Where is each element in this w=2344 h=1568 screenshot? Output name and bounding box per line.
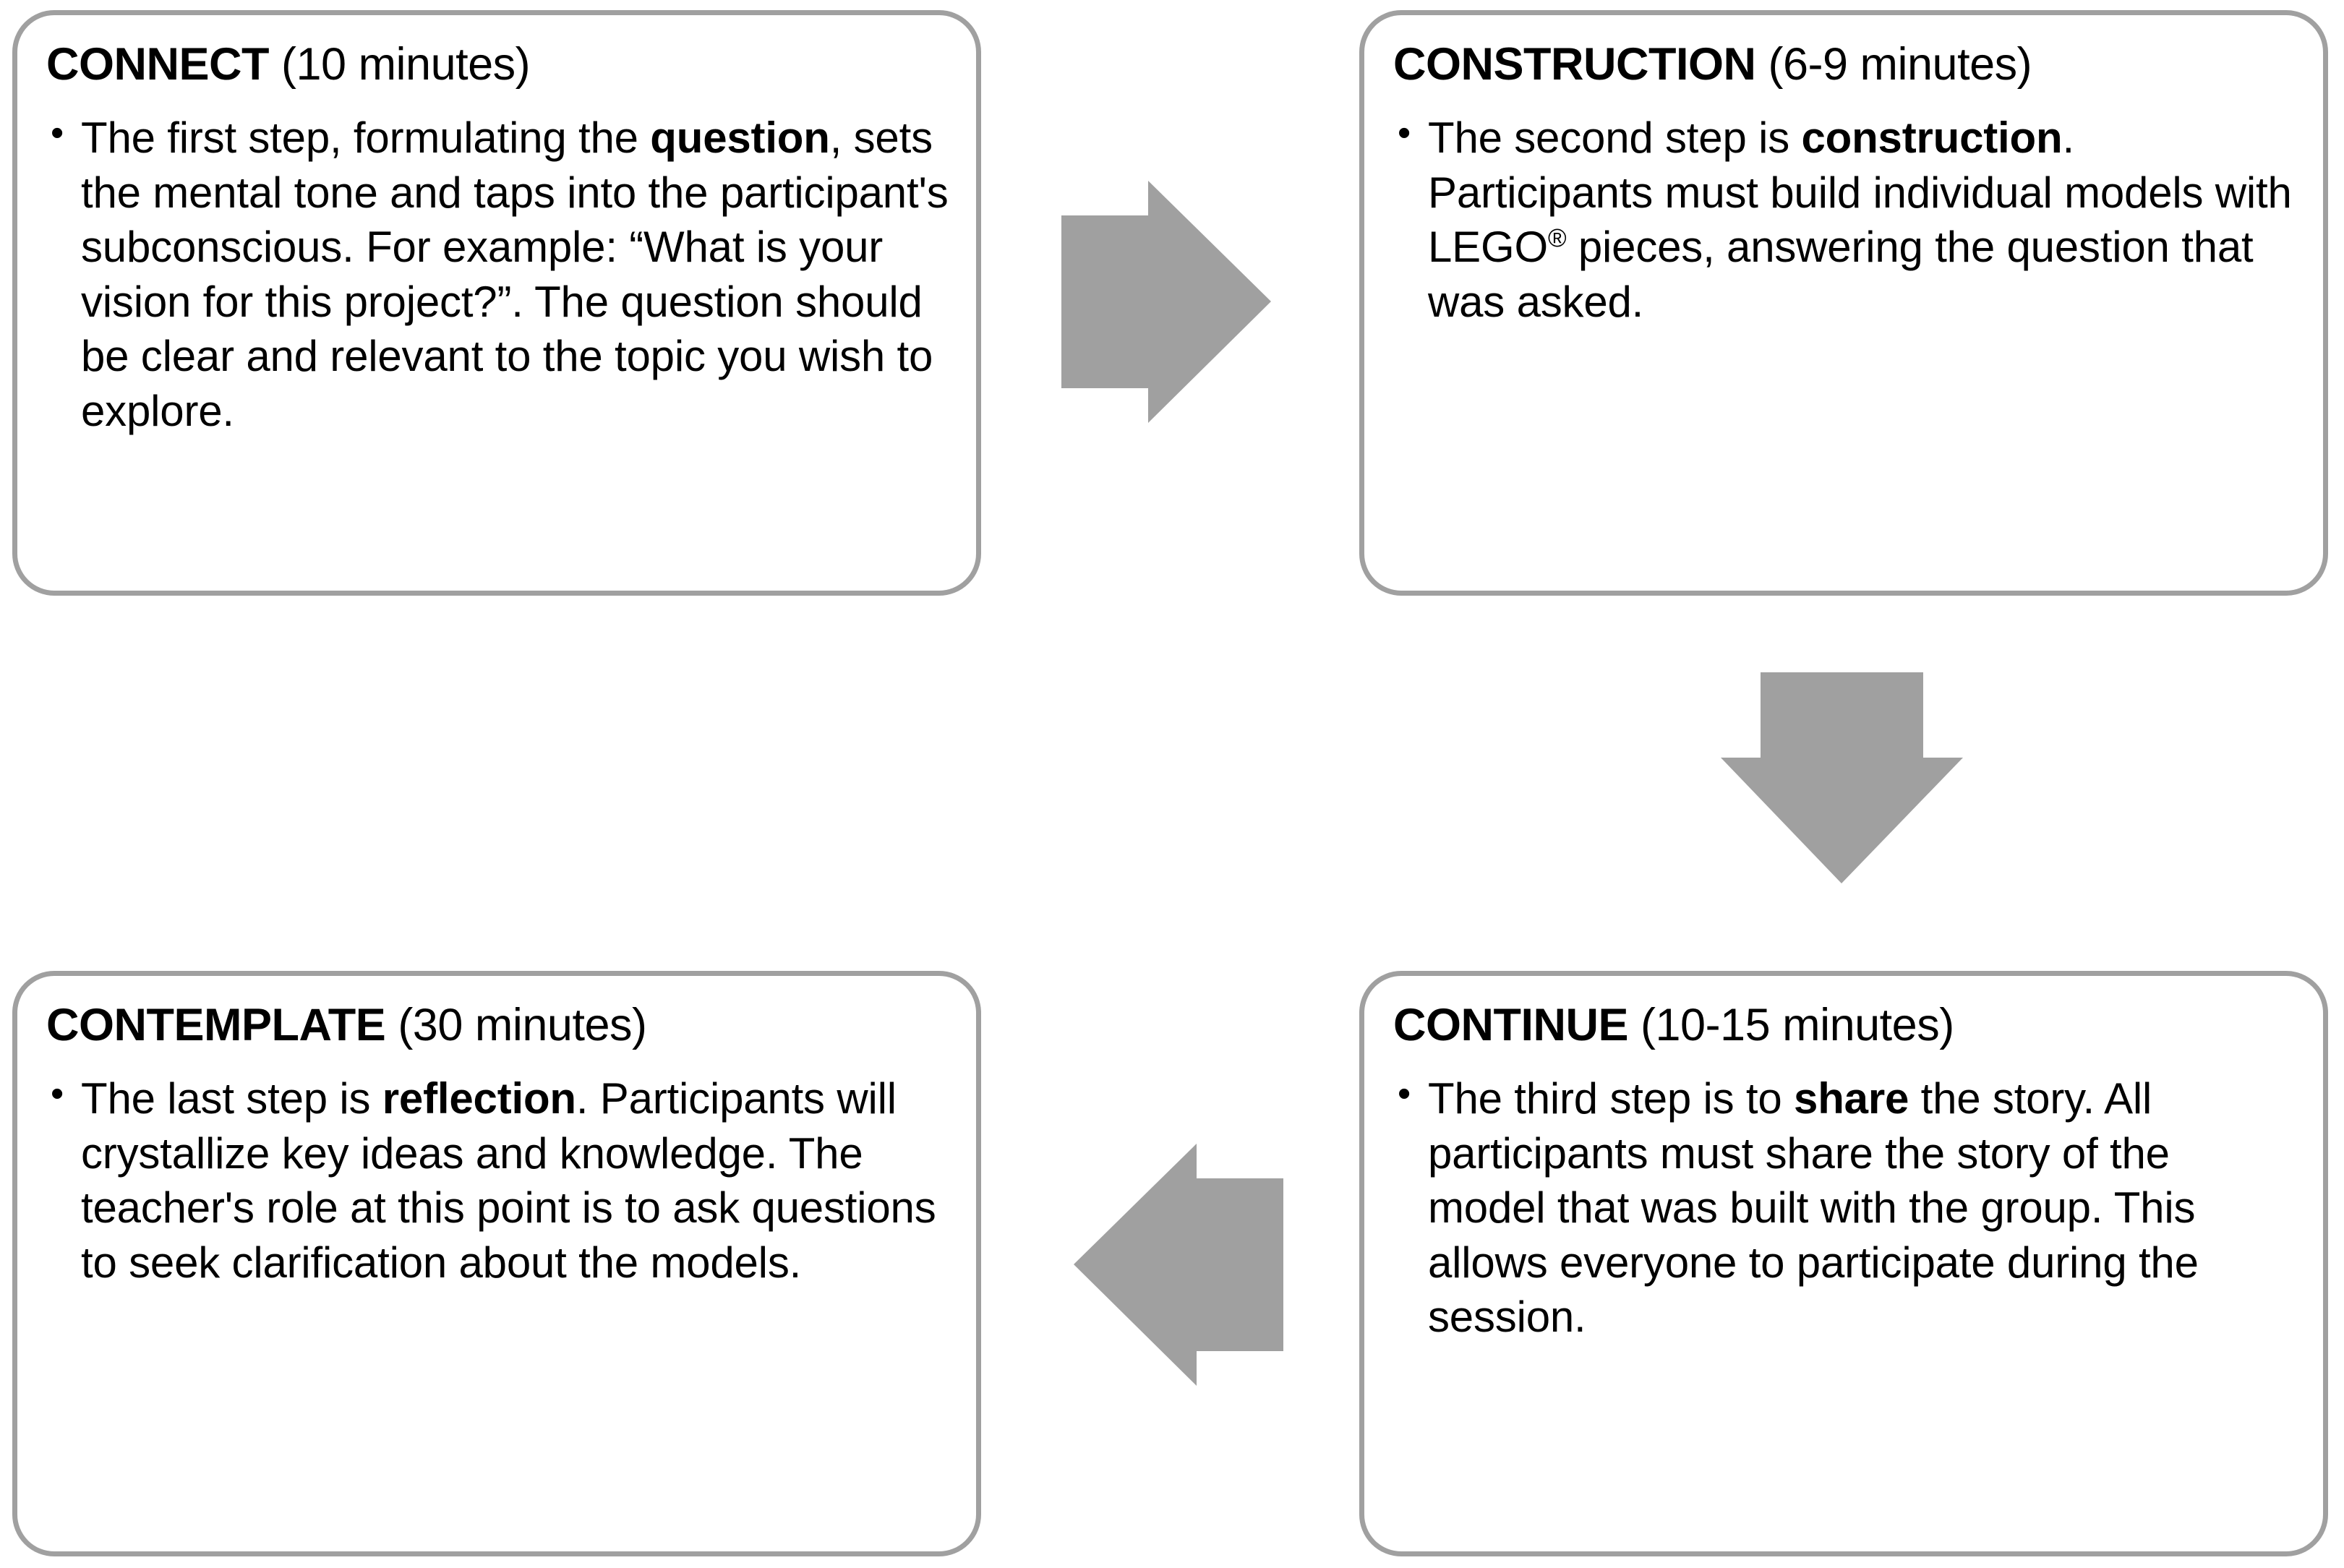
- step-title-construction: CONSTRUCTION (6-9 minutes): [1393, 40, 2296, 89]
- step-keyword-contemplate: CONTEMPLATE: [46, 1000, 386, 1050]
- step-duration-contemplate: (30 minutes): [398, 1000, 647, 1050]
- arrow-right-icon: [1061, 181, 1271, 423]
- arrow-left-icon: [1074, 1144, 1283, 1386]
- step-box-contemplate: CONTEMPLATE (30 minutes) The last step i…: [12, 971, 981, 1556]
- step-title-connect: CONNECT (10 minutes): [46, 40, 949, 89]
- step-bullets-connect: The first step, formulating the question…: [46, 109, 949, 439]
- step-duration-continue: (10-15 minutes): [1641, 1000, 1954, 1050]
- step-box-construction: CONSTRUCTION (6-9 minutes) The second st…: [1359, 10, 2328, 596]
- step-title-contemplate: CONTEMPLATE (30 minutes): [46, 1001, 949, 1050]
- arrow-down-icon: [1721, 672, 1963, 883]
- step-box-construction-content: CONSTRUCTION (6-9 minutes) The second st…: [1364, 15, 2323, 329]
- step-box-continue-content: CONTINUE (10-15 minutes) The third step …: [1364, 976, 2323, 1345]
- step-keyword-construction: CONSTRUCTION: [1393, 39, 1756, 90]
- step-duration-connect: (10 minutes): [281, 39, 531, 90]
- step-box-continue: CONTINUE (10-15 minutes) The third step …: [1359, 971, 2328, 1556]
- step-box-contemplate-content: CONTEMPLATE (30 minutes) The last step i…: [17, 976, 976, 1290]
- step-keyword-continue: CONTINUE: [1393, 1000, 1629, 1050]
- step-duration-construction: (6-9 minutes): [1768, 39, 2032, 90]
- step-title-continue: CONTINUE (10-15 minutes): [1393, 1001, 2296, 1050]
- list-item: The first step, formulating the question…: [46, 109, 949, 439]
- list-item: The last step is reflection. Participant…: [46, 1070, 949, 1290]
- step-box-connect-content: CONNECT (10 minutes) The first step, for…: [17, 15, 976, 439]
- step-box-connect: CONNECT (10 minutes) The first step, for…: [12, 10, 981, 596]
- step-bullets-contemplate: The last step is reflection. Participant…: [46, 1070, 949, 1290]
- step-keyword-connect: CONNECT: [46, 39, 270, 90]
- list-item: The second step is construction. Partici…: [1393, 109, 2296, 329]
- step-bullets-construction: The second step is construction. Partici…: [1393, 109, 2296, 329]
- list-item: The third step is to share the story. Al…: [1393, 1070, 2296, 1345]
- step-bullets-continue: The third step is to share the story. Al…: [1393, 1070, 2296, 1345]
